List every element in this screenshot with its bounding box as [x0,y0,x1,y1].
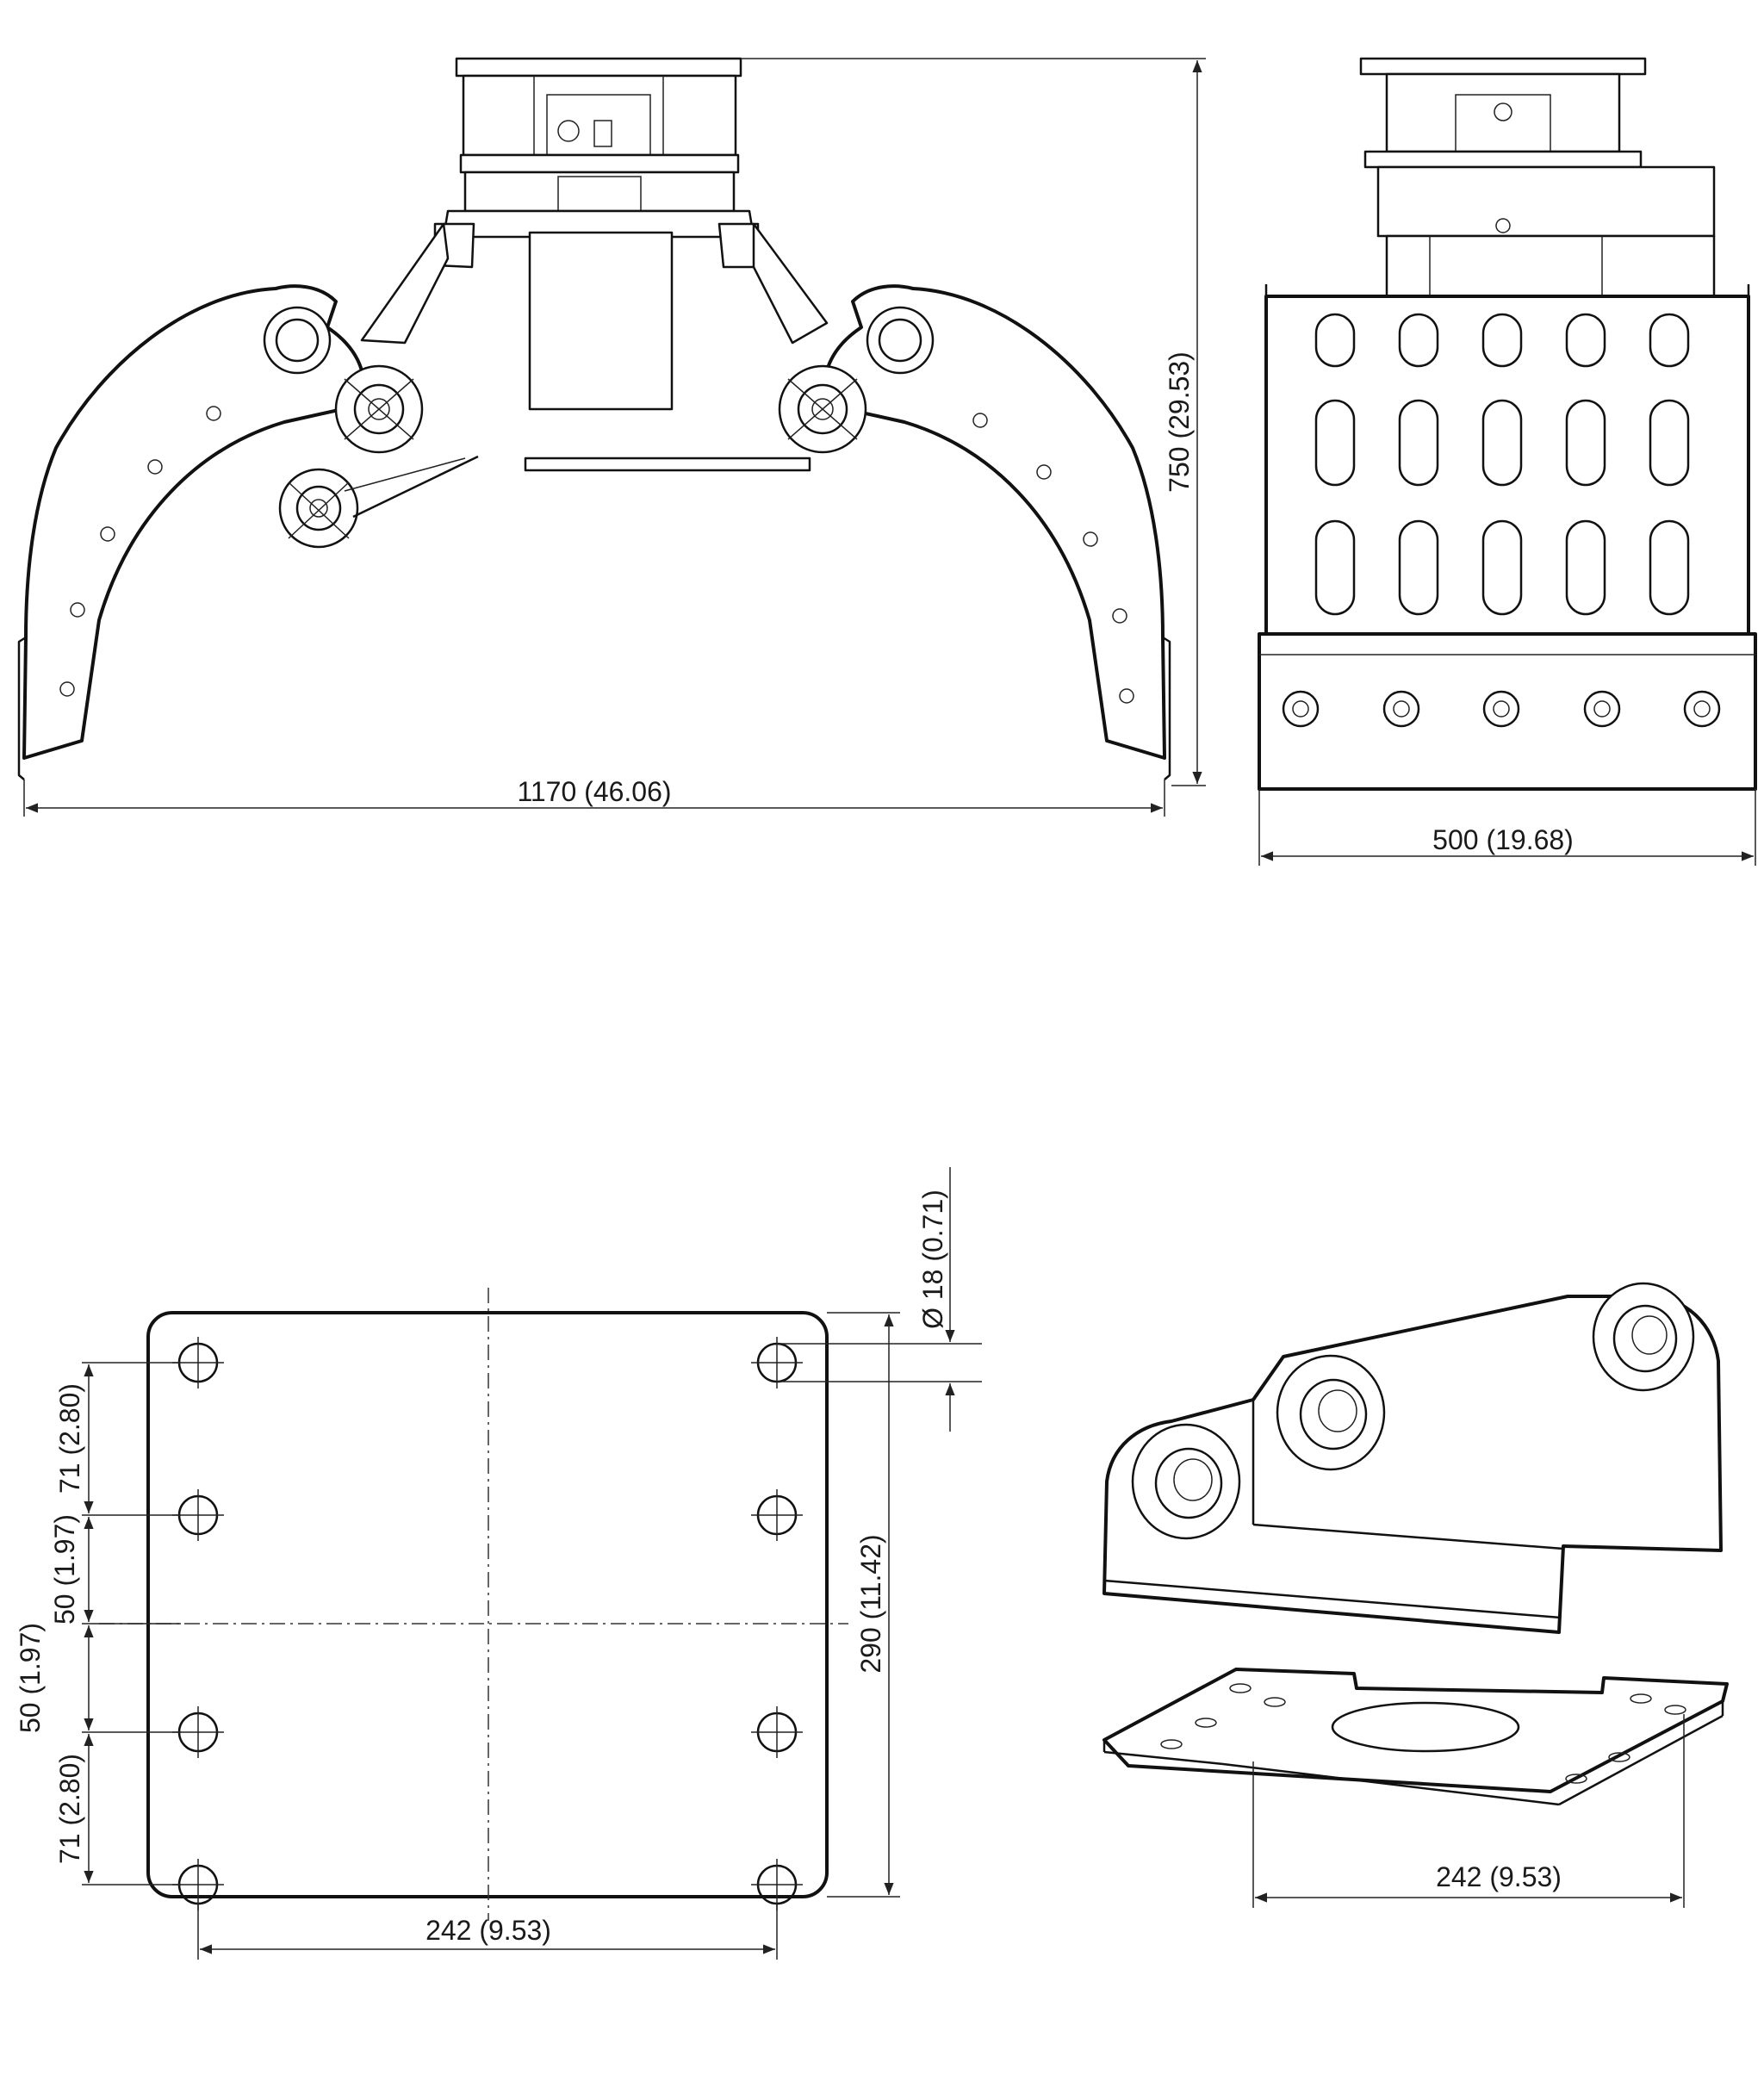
hole-diameter-dimension: Ø 18 (0.71) [777,1167,982,1432]
isometric-bracket [1102,1282,1723,1634]
hole-diameter-label: Ø 18 (0.71) [917,1190,948,1329]
plate-vertical-dimensions: 71 (2.80) 50 (1.97) 50 (1.97) 71 (2.80) [15,1362,181,1886]
mounting-plate [99,1288,848,1921]
front-width-label: 1170 (46.06) [517,776,671,807]
iso-width-dimension: 242 (9.53) [1252,1714,1685,1908]
plate-lower-71-label: 71 (2.80) [54,1754,85,1864]
cage-slots [1314,313,1690,616]
side-bolts [1282,690,1721,728]
iso-width-label: 242 (9.53) [1436,1861,1562,1892]
side-width-label: 500 (19.68) [1432,824,1574,855]
isometric-base-plate [1102,1668,1729,1806]
plate-height-dimension: 290 (11.42) [827,1312,900,1898]
front-view-grab [17,57,1171,780]
plate-width-label: 242 (9.53) [425,1915,551,1946]
left-jaw [22,284,366,760]
plate-upper-50-label: 50 (1.97) [49,1514,80,1625]
front-width-dimension: 1170 (46.06) [23,776,1165,817]
front-height-label: 750 (29.53) [1164,351,1195,493]
plate-height-label: 290 (11.42) [855,1534,886,1673]
plate-upper-71-label: 71 (2.80) [54,1383,85,1494]
plate-width-dimension: 242 (9.53) [197,1904,778,1960]
side-view-grab [1258,57,1757,791]
front-height-dimension: 750 (29.53) [741,58,1206,786]
right-jaw [823,284,1166,760]
side-width-dimension: 500 (19.68) [1258,789,1756,866]
plate-lower-50-label: 50 (1.97) [15,1623,46,1733]
